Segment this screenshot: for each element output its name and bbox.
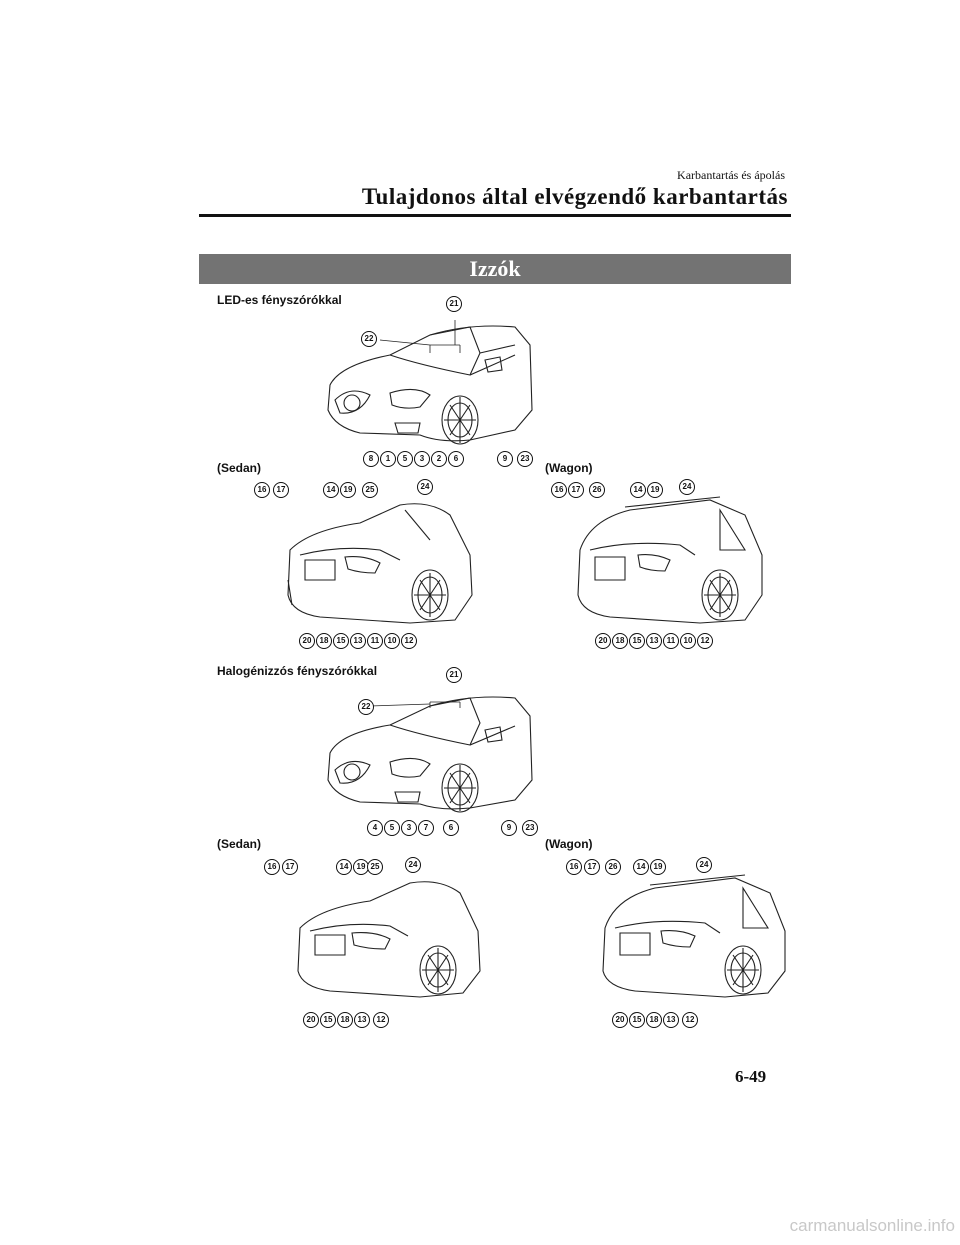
callout-number: 16 — [264, 859, 280, 875]
callout-number: 5 — [384, 820, 400, 836]
section-name: Karbantartás és ápolás — [677, 168, 785, 182]
callout-number: 2 — [431, 451, 447, 467]
callout-number: 9 — [501, 820, 517, 836]
callout-number: 17 — [273, 482, 289, 498]
halogen-sedan-label: (Sedan) — [217, 837, 262, 851]
led-headlights-label: LED-es fényszórókkal — [217, 293, 342, 307]
callout-number: 22 — [361, 331, 377, 347]
callout-number: 17 — [584, 859, 600, 875]
led-wagon-label: (Wagon) — [545, 461, 593, 475]
callout-number: 22 — [358, 699, 374, 715]
callout-number: 24 — [679, 479, 695, 495]
front-car-illustration-halogen — [327, 696, 533, 813]
callout-number: 26 — [589, 482, 605, 498]
callout-number: 17 — [282, 859, 298, 875]
callout-number: 3 — [401, 820, 417, 836]
callout-number: 23 — [522, 820, 538, 836]
callout-number: 12 — [682, 1012, 698, 1028]
callout-number: 12 — [373, 1012, 389, 1028]
callout-number: 15 — [320, 1012, 336, 1028]
callout-number: 15 — [333, 633, 349, 649]
callout-number: 13 — [646, 633, 662, 649]
callout-number: 19 — [650, 859, 666, 875]
callout-number: 21 — [446, 667, 462, 683]
callout-number: 12 — [401, 633, 417, 649]
callout-number: 10 — [384, 633, 400, 649]
callout-number: 7 — [418, 820, 434, 836]
page-number: 6-49 — [735, 1067, 767, 1086]
callout-number: 17 — [568, 482, 584, 498]
callout-number: 6 — [448, 451, 464, 467]
callout-number: 16 — [254, 482, 270, 498]
callout-number: 25 — [362, 482, 378, 498]
callout-number: 19 — [647, 482, 663, 498]
callout-number: 11 — [367, 633, 383, 649]
callout-number: 14 — [323, 482, 339, 498]
title-rule — [199, 214, 791, 217]
callout-number: 12 — [697, 633, 713, 649]
callout-number: 26 — [605, 859, 621, 875]
callout-number: 3 — [414, 451, 430, 467]
led-sedan-label: (Sedan) — [217, 461, 262, 475]
callout-number: 11 — [663, 633, 679, 649]
callout-number: 20 — [299, 633, 315, 649]
section-band-title: Izzók — [199, 254, 791, 284]
callout-number: 15 — [629, 1012, 645, 1028]
callout-number: 16 — [566, 859, 582, 875]
callout-number: 15 — [629, 633, 645, 649]
rear-wagon-illustration-led — [577, 496, 763, 624]
rear-sedan-illustration-halogen — [297, 881, 481, 998]
front-car-illustration-led — [327, 320, 533, 445]
callout-number: 9 — [497, 451, 513, 467]
callout-number: 18 — [612, 633, 628, 649]
page-title: Tulajdonos által elvégzendő karbantartás — [361, 184, 788, 209]
callout-number: 6 — [443, 820, 459, 836]
callout-number: 4 — [367, 820, 383, 836]
callout-number: 21 — [446, 296, 462, 312]
callout-number: 1 — [380, 451, 396, 467]
rear-sedan-illustration-led — [287, 503, 473, 624]
callout-number: 5 — [397, 451, 413, 467]
halogen-wagon-label: (Wagon) — [545, 837, 593, 851]
halogen-headlights-label: Halogénizzós fényszórókkal — [217, 664, 378, 678]
callout-number: 14 — [633, 859, 649, 875]
callout-number: 24 — [417, 479, 433, 495]
callout-number: 13 — [663, 1012, 679, 1028]
callout-number: 24 — [696, 857, 712, 873]
rear-wagon-illustration-halogen — [602, 874, 786, 998]
callout-number: 10 — [680, 633, 696, 649]
watermark: carmanualsonline.info — [789, 1216, 955, 1235]
callout-number: 13 — [350, 633, 366, 649]
callout-number: 20 — [595, 633, 611, 649]
callout-number: 20 — [612, 1012, 628, 1028]
callout-number: 25 — [367, 859, 383, 875]
callout-number: 23 — [517, 451, 533, 467]
callout-number: 20 — [303, 1012, 319, 1028]
callout-number: 14 — [630, 482, 646, 498]
callout-number: 14 — [336, 859, 352, 875]
callout-number: 18 — [337, 1012, 353, 1028]
callout-number: 13 — [354, 1012, 370, 1028]
callout-number: 18 — [316, 633, 332, 649]
callout-number: 24 — [405, 857, 421, 873]
callout-number: 8 — [363, 451, 379, 467]
callout-number: 18 — [646, 1012, 662, 1028]
callout-number: 19 — [340, 482, 356, 498]
callout-number: 16 — [551, 482, 567, 498]
